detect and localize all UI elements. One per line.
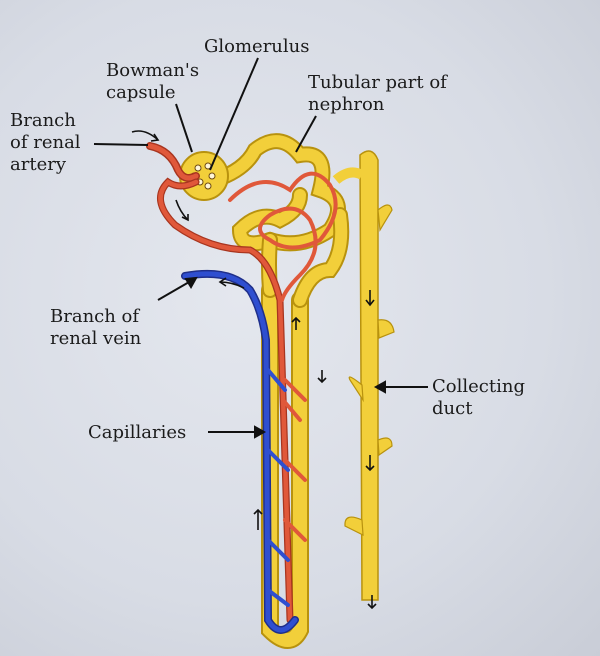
label-renal-artery-line3: artery — [10, 154, 66, 175]
tubule-shape — [207, 133, 350, 649]
label-renal-artery: Branch of renal artery — [10, 110, 81, 176]
label-collecting-duct: Collecting duct — [432, 376, 525, 420]
label-renal-artery-line1: Branch — [10, 110, 76, 131]
label-bowmans-capsule-line2: capsule — [106, 82, 176, 103]
collecting-duct-shape — [332, 150, 395, 601]
label-renal-vein: Branch of renal vein — [50, 306, 141, 350]
label-tubular-part-line1: Tubular part of — [308, 72, 447, 93]
flow-arrows — [131, 130, 377, 610]
label-glomerulus: Glomerulus — [204, 36, 310, 57]
pointer-lines — [93, 57, 428, 439]
vein-vessels — [181, 269, 299, 634]
label-renal-artery-line2: of renal — [10, 132, 81, 153]
label-bowmans-capsule-line1: Bowman's — [106, 60, 200, 81]
label-renal-vein-line1: Branch of — [50, 306, 140, 327]
label-bowmans-capsule: Bowman's capsule — [106, 60, 199, 104]
artery-vessels — [146, 142, 338, 624]
label-collecting-duct-line2: duct — [432, 398, 473, 419]
label-capillaries: Capillaries — [88, 422, 187, 443]
label-collecting-duct-line1: Collecting — [432, 376, 525, 397]
label-tubular-part: Tubular part of nephron — [308, 72, 447, 116]
label-tubular-part-line2: nephron — [308, 94, 385, 115]
label-renal-vein-line2: renal vein — [50, 328, 142, 349]
